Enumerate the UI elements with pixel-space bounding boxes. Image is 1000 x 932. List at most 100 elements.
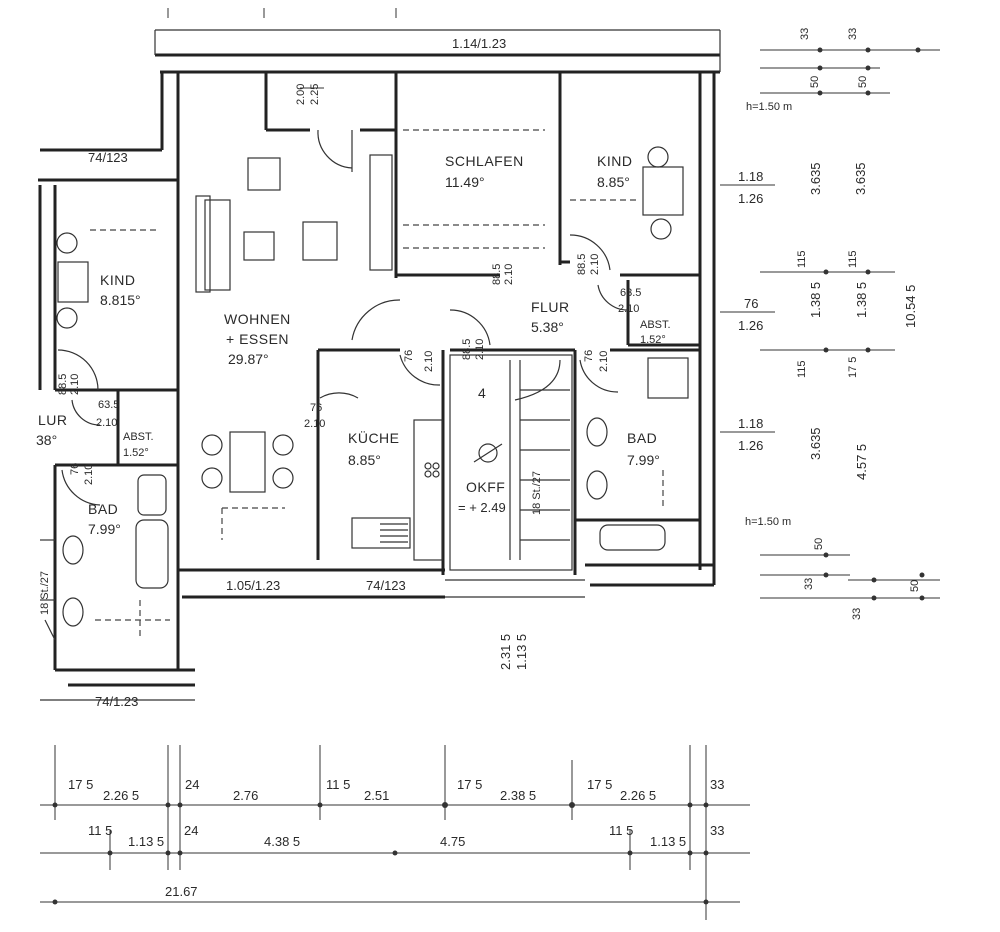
- opening-labels: 1.14/1.23 74/123 74/1.23 1.05/1.23 74/12…: [57, 36, 641, 709]
- room-wohnen-area: 29.87°: [228, 351, 269, 367]
- dim-118-a: 1.18: [738, 169, 763, 184]
- bottom-dim-115-a: 11 5: [326, 777, 350, 792]
- stair-number: 4: [478, 385, 486, 401]
- room-abst-right-name: ABST.: [640, 319, 671, 331]
- door-76-a: 76: [403, 350, 415, 362]
- room-schlafen-area: 11.49°: [445, 174, 485, 190]
- room-flur-name: FLUR: [531, 299, 570, 315]
- door-210-d: 2.10: [69, 374, 81, 395]
- left-window-dim: 74/123: [88, 150, 128, 165]
- dim-115-c: 115: [796, 360, 808, 378]
- kitchen-window-dim-2: 74/123: [366, 578, 406, 593]
- bottom-dim-175-b: 17 5: [457, 777, 482, 792]
- door-210-i: 2.10: [598, 351, 610, 372]
- stair-steps: 18 St./27: [531, 471, 543, 515]
- bottom-dim-total: 21.67: [165, 884, 198, 899]
- door-210-b: 2.10: [589, 254, 601, 275]
- dim-126-a: 1.26: [738, 191, 763, 206]
- door-210-g: 2.10: [423, 351, 435, 372]
- stair-okff-label: OKFF: [466, 479, 505, 495]
- door-210-a: 2.10: [503, 264, 515, 285]
- dim-175: 17 5: [847, 357, 859, 378]
- bottom-dim-33-b: 33: [710, 823, 724, 838]
- door-885-c: 88.5: [461, 339, 473, 360]
- room-bad-left-area: 7.99°: [88, 521, 121, 537]
- bottom-dim-251: 2.51: [364, 788, 389, 803]
- door-885-d: 88.5: [57, 374, 69, 395]
- bottom-dim-115-c: 11 5: [609, 823, 633, 838]
- mid-dim-1135: 1.13 5: [514, 634, 529, 670]
- room-bad-right-area: 7.99°: [627, 452, 660, 468]
- bottom-dim-115-b: 11 5: [88, 823, 112, 838]
- bottom-dim-475: 4.75: [440, 834, 465, 849]
- dim-50-c: 50: [813, 538, 825, 550]
- bottom-dim-175-a: 17 5: [68, 777, 93, 792]
- door-210-j: 2.10: [83, 464, 95, 485]
- dim-33-b: 33: [847, 28, 859, 40]
- dim-50-d: 50: [909, 580, 921, 592]
- dim-3635-b: 3.635: [853, 162, 868, 195]
- room-abst-left-area: 1.52°: [123, 447, 149, 459]
- bottom-dim-24-a: 24: [185, 777, 199, 792]
- door-210-c: 2.10: [474, 339, 486, 360]
- h-top-label: h=1.50 m: [746, 101, 792, 113]
- dim-118-b: 1.18: [738, 416, 763, 431]
- wc-dim-b: 2.25: [309, 84, 321, 105]
- walls: [38, 29, 721, 701]
- bottom-dim-175-c: 17 5: [587, 777, 612, 792]
- bottom-dim-33-a: 33: [710, 777, 724, 792]
- door-210-f: 2.10: [96, 417, 117, 429]
- dim-50-a: 50: [809, 76, 821, 88]
- room-kueche-name: KÜCHE: [348, 429, 400, 446]
- dim-126-b: 1.26: [738, 318, 763, 333]
- room-bad-left-name: BAD: [88, 501, 118, 517]
- bottom-dim-2265-b: 2.26 5: [620, 788, 656, 803]
- bottom-dim-1135-b: 1.13 5: [650, 834, 686, 849]
- door-76-b: 76: [310, 402, 322, 414]
- furniture: [40, 129, 689, 641]
- room-kind-top-area: 8.85°: [597, 174, 630, 190]
- room-flur-left-name: LUR: [38, 412, 68, 428]
- bottom-dim-24-b: 24: [184, 823, 198, 838]
- dim-1054: 10.54 5: [903, 285, 918, 328]
- room-labels: SCHLAFEN 11.49° KIND 8.85° KIND 8.815° W…: [36, 153, 671, 615]
- door-210-h: 2.10: [304, 418, 325, 430]
- dim-33-c: 33: [803, 578, 815, 590]
- room-wohnen-name: WOHNEN: [224, 311, 291, 327]
- doors: [57, 129, 629, 506]
- dim-33-a: 33: [799, 28, 811, 40]
- dim-115-a: 115: [796, 250, 808, 268]
- dim-50-b: 50: [857, 76, 869, 88]
- bottom-dimensions: 17 5 2.26 5 24 2.76 11 5 2.51 17 5 2.38 …: [40, 745, 750, 920]
- room-kueche-area: 8.85°: [348, 452, 381, 468]
- room-flur-left-area: 38°: [36, 432, 57, 448]
- mid-dim-2315: 2.31 5: [498, 634, 513, 670]
- bottom-dim-2265-a: 2.26 5: [103, 788, 139, 803]
- door-635-b: 63.5: [98, 399, 119, 411]
- kitchen-window-dim-1: 1.05/1.23: [226, 578, 280, 593]
- bottom-dim-1135-a: 1.13 5: [128, 834, 164, 849]
- room-bad-right-name: BAD: [627, 430, 657, 446]
- bottom-dim-2385: 2.38 5: [500, 788, 536, 803]
- wc-dim-a: 2.00: [295, 84, 307, 105]
- bottom-dim-4385: 4.38 5: [264, 834, 300, 849]
- dim-33-d: 33: [851, 608, 863, 620]
- dim-1385-a: 1.38 5: [808, 282, 823, 318]
- room-kind-left-area: 8.815°: [100, 292, 141, 308]
- dim-1385-b: 1.38 5: [854, 282, 869, 318]
- door-76-c: 76: [583, 350, 595, 362]
- h-bottom-label: h=1.50 m: [745, 516, 791, 528]
- room-abst-left-name: ABST.: [123, 431, 154, 443]
- top-window-dim: 1.14/1.23: [452, 36, 506, 51]
- room-kind-top-name: KIND: [597, 153, 632, 169]
- room-flur-area: 5.38°: [531, 319, 564, 335]
- stair-left-steps: 18 St./27: [39, 571, 51, 615]
- room-schlafen-name: SCHLAFEN: [445, 153, 524, 169]
- dim-115-b: 115: [847, 250, 859, 268]
- dim-3635-c: 3.635: [808, 427, 823, 460]
- dim-457: 4.57 5: [854, 444, 869, 480]
- door-635-a: 63.5: [620, 287, 641, 299]
- bottom-dim-276: 2.76: [233, 788, 258, 803]
- room-abst-right-area: 1.52°: [640, 334, 666, 346]
